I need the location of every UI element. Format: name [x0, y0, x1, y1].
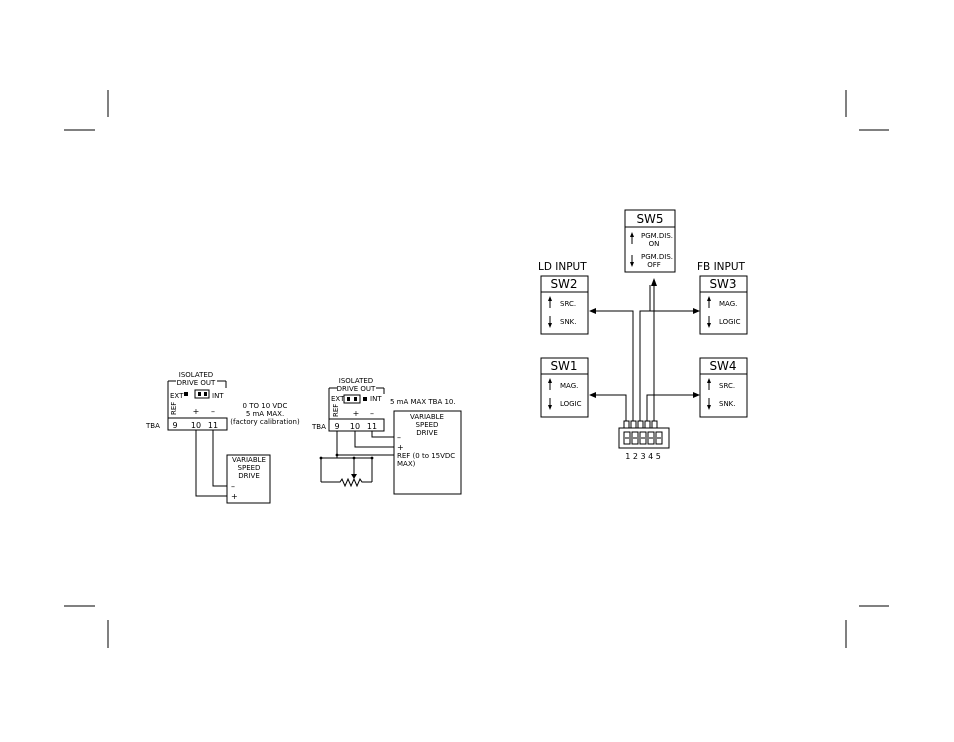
sw3-up-label: MAG.	[719, 300, 737, 308]
sw5-down-label: PGM.DIS.	[641, 253, 673, 261]
arrow-up-icon	[707, 296, 711, 301]
spec-line1: 0 TO 10 VDC	[243, 402, 288, 410]
drive-line2: SPEED	[416, 421, 439, 429]
isolated-drive-diagram-factory: ISOLATED DRIVE OUT EXT INT REF + – TBA 9…	[145, 371, 300, 504]
terminal-block	[328, 418, 385, 432]
header-line1: ISOLATED	[179, 371, 213, 379]
drive-ref2: MAX)	[397, 460, 416, 468]
variable-speed-drive-box	[226, 454, 271, 504]
drive-plus: +	[397, 443, 404, 452]
switch-connections	[589, 278, 700, 421]
sw2-up-label: SRC.	[560, 300, 576, 308]
arrow-down-icon	[630, 262, 634, 267]
sw1-switch: SW1 MAG. LOGIC	[540, 357, 589, 418]
drive-line3: DRIVE	[238, 472, 260, 480]
tba-label: TBA	[145, 422, 160, 430]
sw1-down-label: LOGIC	[560, 400, 582, 408]
drive-line1: VARIABLE	[232, 456, 266, 464]
drive-line2: SPEED	[238, 464, 261, 472]
sw1-title: SW1	[550, 359, 577, 373]
sw4-switch: SW4 SRC. SNK.	[699, 357, 748, 418]
int-label: INT	[212, 392, 224, 400]
variable-speed-drive-box	[393, 410, 462, 495]
dip-switch-block: 1 2 3 4 5	[618, 420, 670, 461]
fb-input-label: FB INPUT	[697, 261, 746, 273]
max-note: 5 mA MAX TBA 10.	[390, 398, 456, 406]
jumper-pin	[184, 392, 188, 396]
arrow-up-icon	[630, 232, 634, 237]
terminal-block	[167, 417, 228, 431]
sw4-up-label: SRC.	[719, 382, 735, 390]
arrow-down-icon	[548, 323, 552, 328]
jumper	[343, 394, 361, 404]
arrow-up-icon	[707, 378, 711, 383]
sw5-down-label2: OFF	[647, 261, 661, 269]
plus-label: +	[193, 407, 200, 416]
drive-plus: +	[231, 492, 238, 501]
arrow-down-icon	[707, 323, 711, 328]
sw3-switch: SW3 MAG. LOGIC	[699, 275, 748, 335]
sw2-title: SW2	[550, 277, 577, 291]
arrow-up-icon	[548, 378, 552, 383]
sw5-switch: SW5 PGM.DIS. ON PGM.DIS. OFF	[624, 209, 676, 273]
int-label: INT	[370, 395, 382, 403]
sw5-up-label2: ON	[649, 240, 660, 248]
ref-label: REF	[170, 402, 178, 415]
header-line2: DRIVE OUT	[177, 379, 216, 387]
terminal-10: 10	[191, 421, 201, 430]
header-line1: ISOLATED	[339, 377, 373, 385]
spec-line3: (factory calibration)	[230, 418, 300, 426]
terminal-10: 10	[350, 422, 360, 431]
terminal-9: 9	[334, 422, 339, 431]
switch-settings-diagram: LD INPUT FB INPUT SW5 PGM.DIS. ON PGM.DI…	[538, 209, 748, 461]
crop-marks	[64, 90, 889, 648]
drive-line3: DRIVE	[416, 429, 438, 437]
tba-label: TBA	[311, 423, 326, 431]
plus-label: +	[353, 409, 360, 418]
sw2-down-label: SNK.	[560, 318, 577, 326]
sw3-down-label: LOGIC	[719, 318, 741, 326]
drive-minus: –	[397, 433, 401, 442]
arrow-down-icon	[548, 405, 552, 410]
terminal-11: 11	[208, 421, 218, 430]
spec-line2: 5 mA MAX.	[246, 410, 284, 418]
sw5-up-label: PGM.DIS.	[641, 232, 673, 240]
terminal-9: 9	[172, 421, 177, 430]
ld-input-label: LD INPUT	[538, 261, 587, 273]
sw5-title: SW5	[636, 212, 663, 226]
ext-label: EXT	[331, 395, 345, 403]
drive-ref1: REF (0 to 15VDC	[397, 452, 455, 460]
sw4-down-label: SNK.	[719, 400, 736, 408]
jumper	[194, 389, 210, 399]
arrow-up-icon	[548, 296, 552, 301]
jumper-pin	[363, 397, 367, 401]
drive-line1: VARIABLE	[410, 413, 444, 421]
terminal-11: 11	[367, 422, 377, 431]
minus-label: –	[211, 407, 215, 416]
arrow-down-icon	[707, 405, 711, 410]
sw2-switch: SW2 SRC. SNK.	[540, 275, 589, 335]
dip-numbers: 1 2 3 4 5	[625, 452, 661, 461]
ext-label: EXT	[170, 392, 184, 400]
ref-label: REF	[332, 404, 340, 417]
minus-label: –	[370, 409, 374, 418]
sw1-up-label: MAG.	[560, 382, 578, 390]
isolated-drive-diagram-external: ISOLATED DRIVE OUT EXT INT REF + – TBA 9…	[311, 377, 462, 495]
drive-minus: –	[231, 482, 235, 491]
sw4-title: SW4	[709, 359, 736, 373]
potentiometer	[321, 477, 372, 488]
header-line2: DRIVE OUT	[337, 385, 376, 393]
sw3-title: SW3	[709, 277, 736, 291]
